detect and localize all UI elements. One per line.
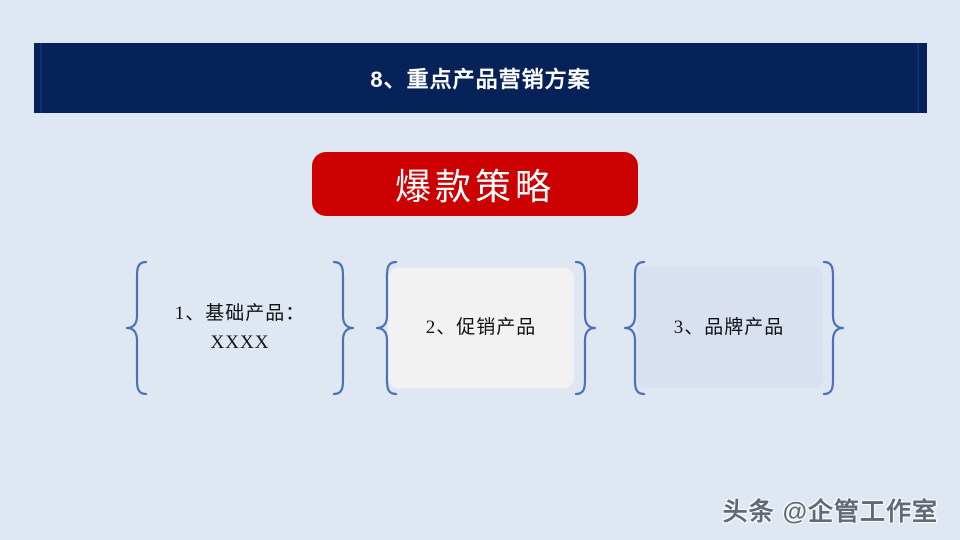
product-category-label-3: 3、品牌产品: [673, 317, 785, 339]
product-category-row: 1、基础产品： XXXX 2、促销产品: [0, 258, 960, 398]
left-brace-icon: [622, 258, 648, 398]
product-category-group-2: 2、促销产品: [374, 258, 598, 398]
product-category-group-3: 3、品牌产品: [622, 258, 846, 398]
right-brace-icon: [330, 258, 356, 398]
right-brace-icon: [572, 258, 598, 398]
product-category-label-1: 1、基础产品： XXXX: [174, 302, 306, 353]
product-category-box-2: [388, 268, 574, 388]
product-category-box-3: [637, 266, 823, 388]
slide-title-bar: 8、重点产品营销方案: [34, 43, 927, 113]
product-category-group-1: 1、基础产品： XXXX: [124, 258, 356, 398]
page-title: 8、重点产品营销方案: [370, 67, 591, 92]
strategy-banner-label: 爆款策略: [394, 167, 555, 207]
left-brace-icon: [124, 258, 150, 398]
strategy-banner: 爆款策略: [312, 152, 638, 216]
right-brace-icon: [820, 258, 846, 398]
left-brace-icon: [374, 258, 400, 398]
product-category-label-2: 2、促销产品: [425, 317, 537, 339]
watermark: 头条 @企管工作室: [722, 498, 938, 526]
